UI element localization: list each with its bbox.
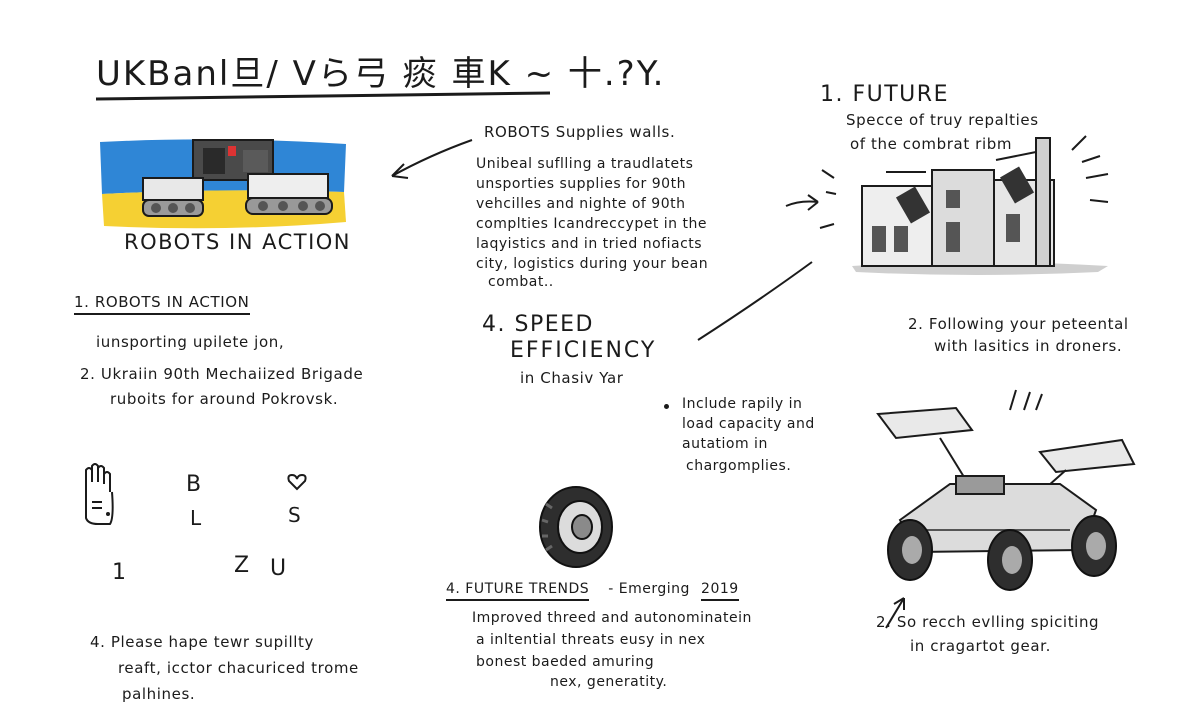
gear-line-1: 2. So recch evlling spiciting [876,613,1100,631]
gear-line-2: in cragartot gear. [910,637,1051,655]
image-caption: ROBOTS IN ACTION [124,230,352,254]
bullet-line-2: load capacity and [682,416,815,432]
section1-heading: 1. ROBOTS IN ACTION [74,292,250,315]
building-icon [852,135,1109,275]
middle-heading: ROBOTS Supplies walls. [484,123,676,141]
middle-para-4: complties Icandreccypet in the [476,216,707,232]
glyph-one: 1 [112,560,126,585]
page-title: UKBanl旦/ Vら弓 痰 車K ~ 十.?Y. [96,54,666,94]
robot-vehicle-icon [876,389,1136,591]
heart-icon [287,473,307,491]
middle-para-7: combat.. [488,274,554,290]
drone-icon [886,151,1037,224]
item4-line1: 4. Please hape tewr supillty [90,633,314,651]
trends-line-2: a inltential threats eusy in nex [476,632,706,648]
item4-line2: reaft, icctor chacuriced trome [118,659,359,677]
item2-line1: 2. Ukraiin 90th Mechaiized Brigade [80,365,364,383]
bullet-line-4: chargomplies. [686,458,792,474]
glyph-s: S [288,503,301,527]
middle-para-3: vehcilles and nighte of 90th [476,196,686,212]
bullet-line-3: autatiom in [682,436,768,452]
trends-line-3: bonest baeded amuring [476,654,655,670]
speed-sub: in Chasiv Yar [520,369,624,387]
robots-flag-illustration [100,139,346,229]
item4-line3: palhines. [122,685,196,703]
future-line-2: of the combrat ribm [850,135,1013,153]
glyph-u: U [270,556,287,581]
future-line-1: Specce of truy repalties [846,111,1039,129]
wheel-icon [539,486,613,568]
speed-line1: 4. SPEED [482,312,594,337]
middle-para-1: Unibeal suflling a traudlatets [476,156,694,172]
item2-line2: ruboits for around Pokrovsk. [110,390,339,408]
glyph-b: B [186,472,202,497]
trends-line-1: Improved threed and autonominatein [472,610,752,626]
speed-line2: EFFICIENCY [510,338,657,363]
glyph-l: L [190,506,202,530]
trends-line-4: nex, generatity. [550,674,668,690]
middle-para-5: laqyistics and in tried nofiacts [476,236,703,252]
middle-para-6: city, logistics during your bean [476,256,709,272]
following-line-1: 2. Following your peteental [908,315,1129,333]
bullet-dot [664,404,669,409]
future-heading: 1. FUTURE [820,82,949,107]
trends-year: 2019 [701,581,739,601]
glyph-z: Z [234,553,250,578]
trends-heading-row: 4. FUTURE TRENDS - Emerging 2019 [446,578,739,601]
following-line-2: with lasitics in droners. [934,337,1123,355]
middle-para-2: unsporties supplies for 90th [476,176,686,192]
trends-heading: 4. FUTURE TRENDS [446,581,590,601]
section1-line: iunsporting upilete jon, [96,333,285,351]
trends-suffix: - Emerging [608,581,690,597]
bullet-line-1: Include rapily in [682,396,803,412]
hand-icon [85,463,114,525]
